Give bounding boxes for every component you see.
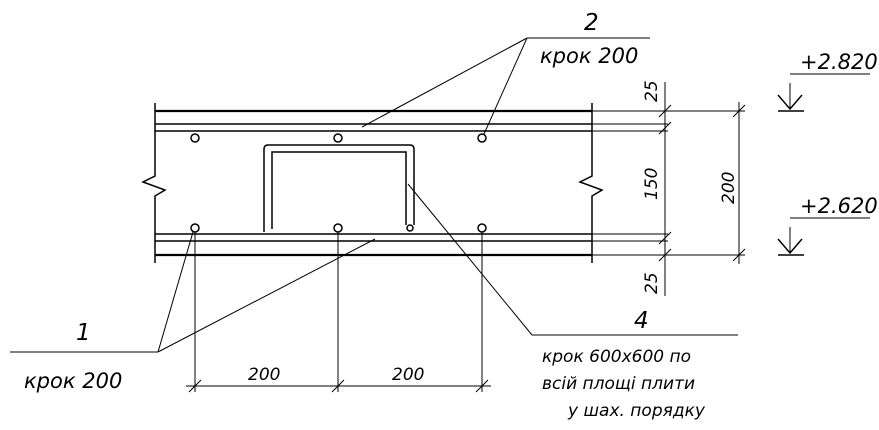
dim-core: 150 [642,168,662,200]
bottom-mesh-bars [155,233,668,242]
callout-1-number: 1 [76,320,91,346]
dim-bottom-right: 200 [392,365,424,385]
callout-2-number: 2 [584,10,599,36]
dim-bottom-left: 200 [248,365,280,385]
callout-4-note-line-3: у шах. порядку [567,401,706,421]
top-mesh-bars [155,123,668,132]
callout-4 [407,183,738,336]
slab-outline [155,109,665,257]
rebar-sections [190,133,487,233]
horizontal-dimension-chain [186,232,491,393]
elevation-marker-bottom [777,217,870,256]
dim-cover-bottom: 25 [642,272,662,294]
dim-total: 200 [719,172,739,204]
callout-1 [10,231,376,353]
elevation-bottom: +2.620 [800,194,878,218]
callout-4-number: 4 [634,308,649,334]
callout-2-spacing: крок 200 [540,44,638,68]
callout-1-spacing: крок 200 [24,369,122,393]
callout-4-note-line-2: всій площі плити [542,374,695,394]
callout-4-note-line-1: крок 600х600 по [542,347,691,367]
vertical-dimension-chain [658,82,746,296]
dim-cover-top: 25 [642,80,662,102]
elevation-marker-top [777,73,870,112]
callout-2 [361,37,650,135]
support-chair [271,151,407,229]
left-break-line [141,103,167,263]
elevation-top: +2.820 [800,50,878,74]
support-chair-inner [263,144,415,232]
right-break-line [578,103,604,263]
